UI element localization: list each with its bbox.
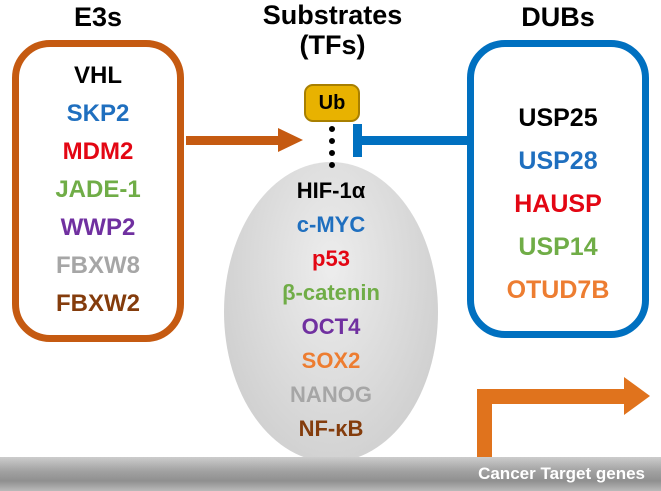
- e3-item: MDM2: [62, 138, 134, 165]
- substrates-title-line2: (TFs): [299, 30, 366, 60]
- ub-dotted-connector: [329, 126, 335, 168]
- e3-item: SKP2: [66, 100, 130, 127]
- gene-bar-label: Cancer Target genes: [478, 464, 645, 483]
- substrates-title: Substrates (TFs): [225, 0, 440, 60]
- dub-item: OTUD7B: [506, 276, 610, 304]
- substrates-title-line1: Substrates: [262, 0, 403, 30]
- substrates-ellipse: [224, 162, 438, 462]
- dub-item: USP28: [518, 147, 598, 175]
- dub-inhibit-line: [361, 136, 468, 145]
- e3-to-ub-arrow-head: [278, 128, 303, 152]
- gene-bar: Cancer Target genes: [0, 457, 661, 491]
- ubiquitin-label: Ub: [318, 91, 346, 114]
- e3-item: FBXW2: [56, 290, 140, 317]
- dub-item: USP14: [518, 233, 598, 261]
- e3-to-ub-arrow-line: [186, 136, 280, 145]
- substrate-item: HIF-1α: [296, 178, 366, 203]
- e3-item: VHL: [74, 62, 122, 89]
- e3-item: FBXW8: [56, 252, 140, 279]
- substrate-item: c-MYC: [296, 212, 366, 237]
- substrate-item: SOX2: [301, 348, 361, 373]
- substrate-item: p53: [312, 246, 350, 271]
- dub-item: USP25: [518, 104, 598, 132]
- e3-item: JADE-1: [55, 176, 141, 203]
- transcription-arrow-horizontal: [477, 389, 625, 404]
- substrate-item: NANOG: [290, 382, 372, 407]
- transcription-arrow-vertical: [477, 389, 492, 457]
- substrate-item: NF-κB: [298, 416, 364, 441]
- e3-item: WWP2: [60, 214, 136, 241]
- ubiquitin-box: Ub: [304, 84, 360, 122]
- transcription-arrow-head: [624, 377, 650, 415]
- dub-item: HAUSP: [514, 190, 602, 218]
- substrate-item: OCT4: [301, 314, 361, 339]
- dubs-title: DUBs: [521, 2, 595, 32]
- e3s-title: E3s: [73, 2, 123, 32]
- dub-inhibit-blunt-end: [353, 124, 362, 157]
- substrate-item: β-catenin: [282, 280, 380, 305]
